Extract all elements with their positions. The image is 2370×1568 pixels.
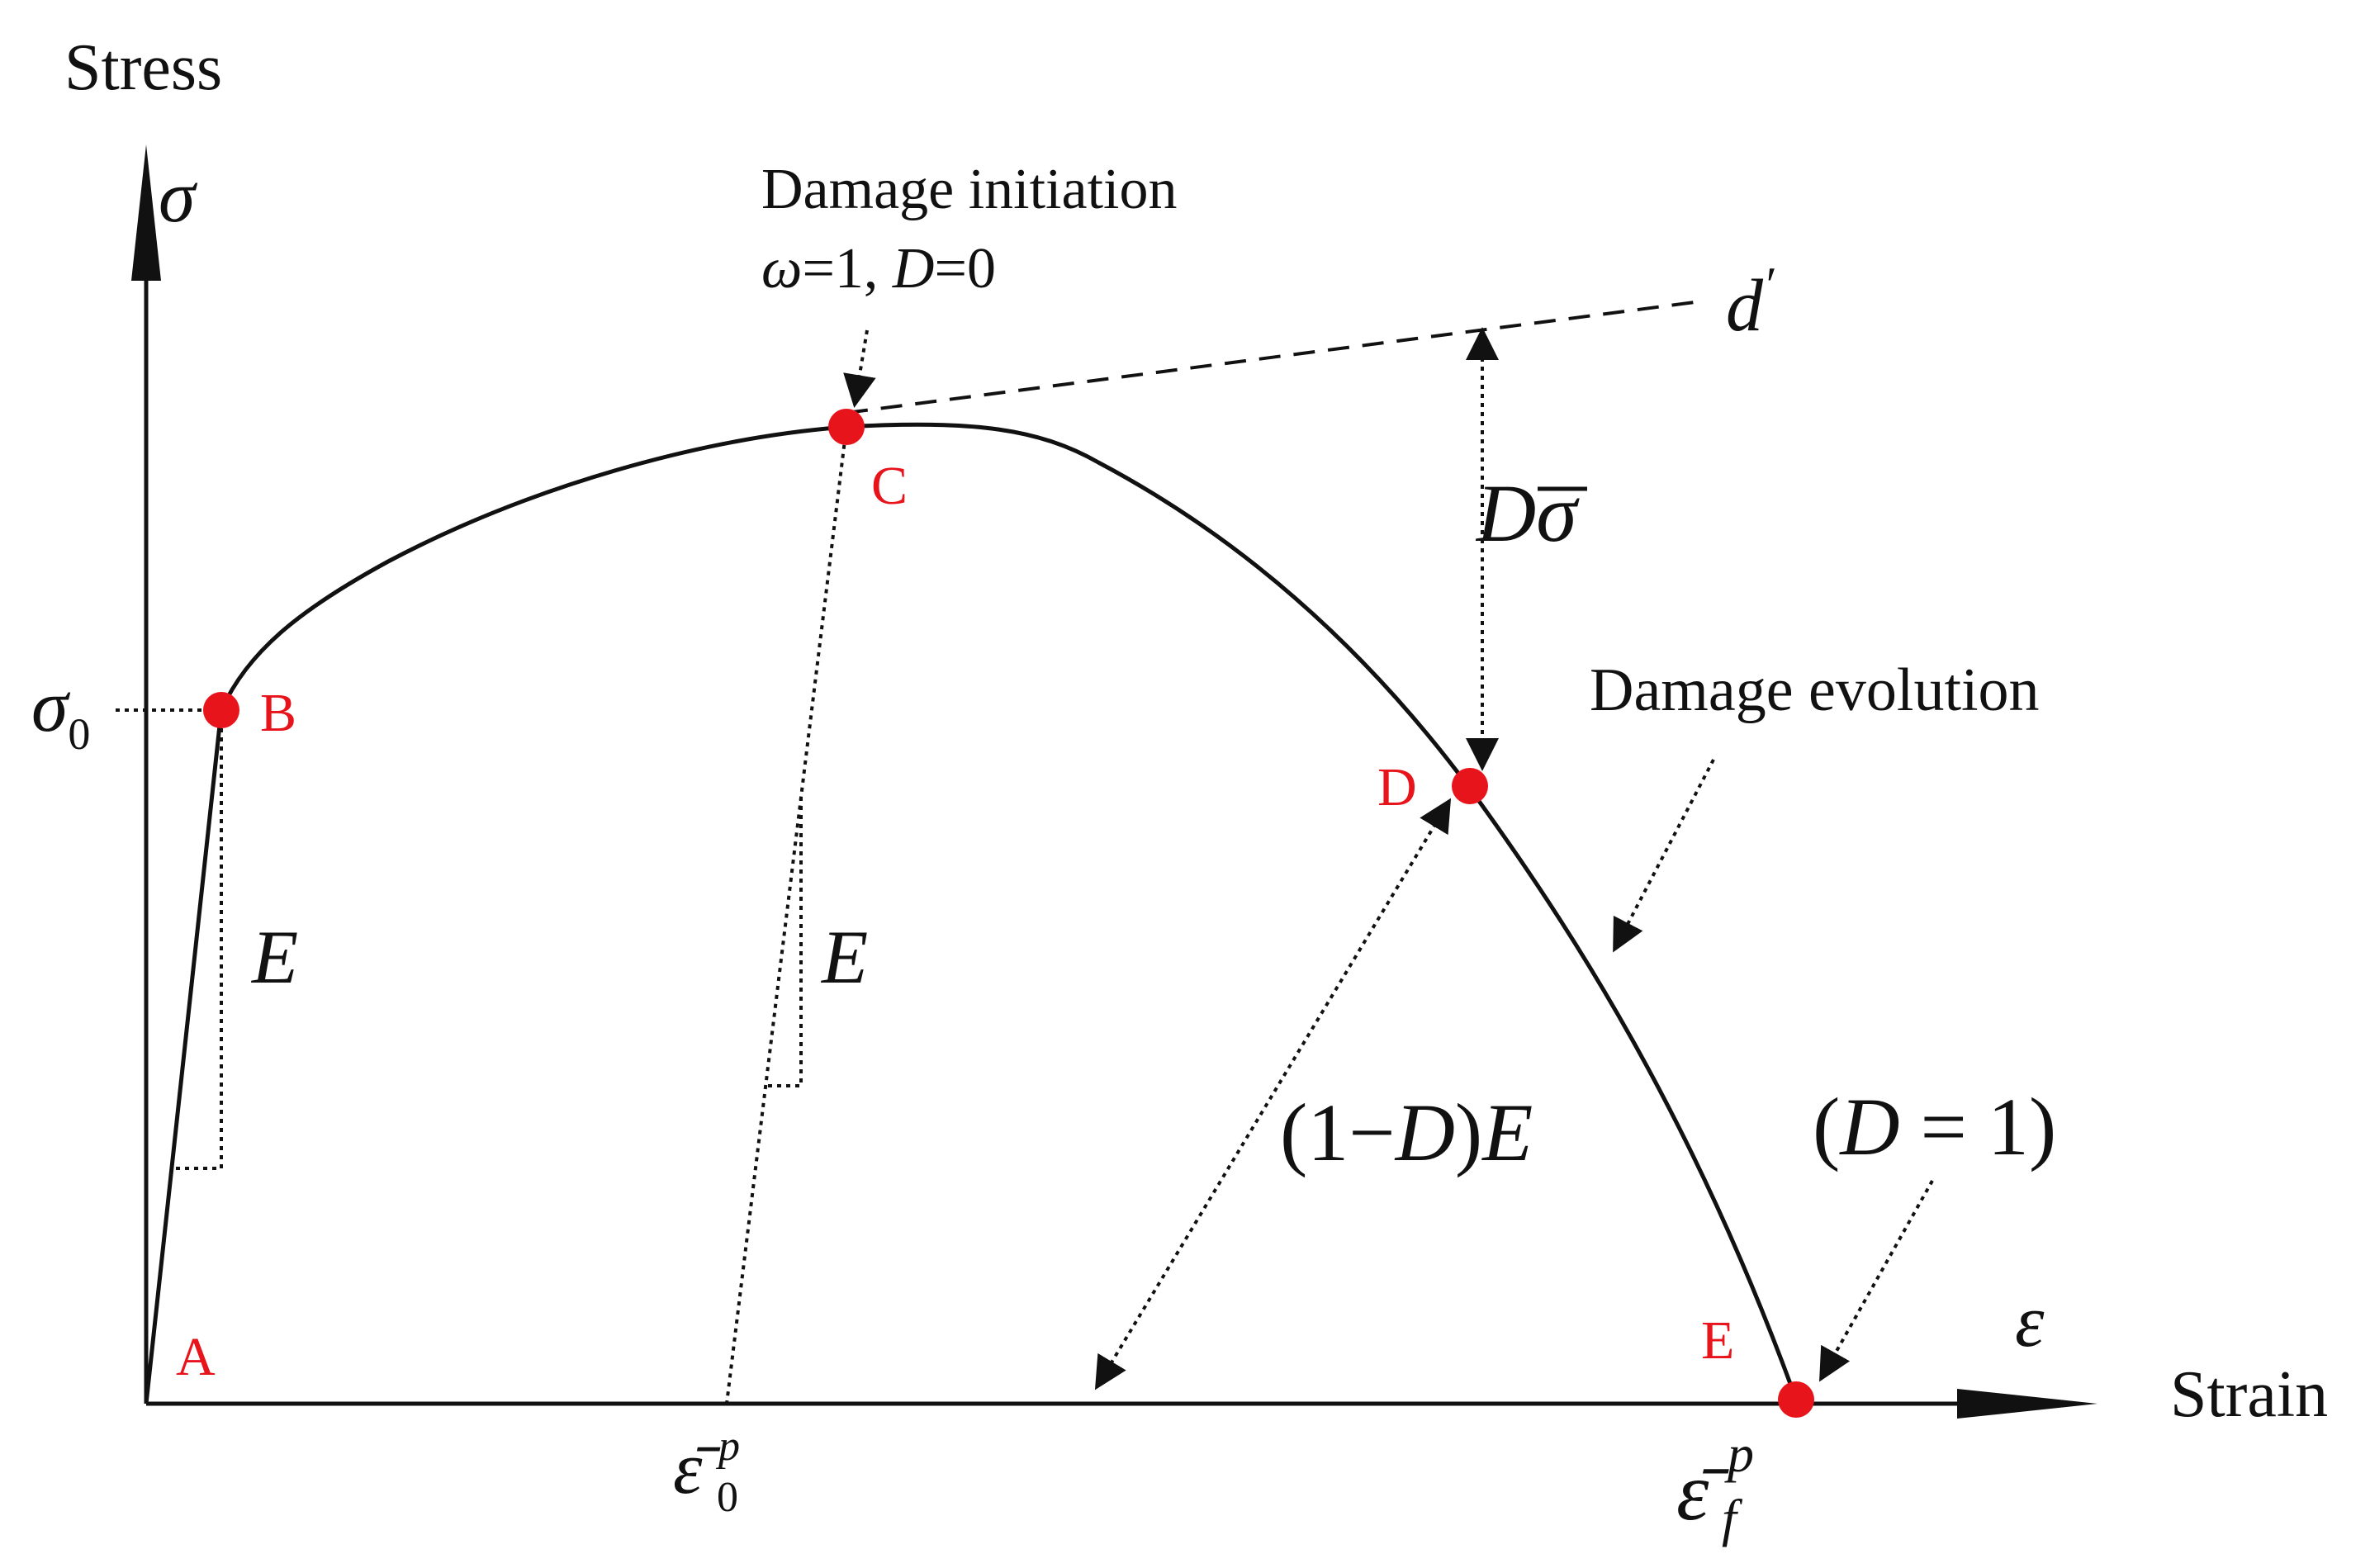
point-D-marker (1452, 768, 1488, 804)
point-C-marker (828, 409, 865, 445)
y-axis-title: Stress (64, 31, 222, 104)
failure-strain-sub: f (1722, 1489, 1743, 1547)
elastic-modulus-label-1: E (250, 915, 298, 999)
damage-evolution-label: Damage evolution (1590, 656, 2040, 724)
point-D-label: D (1377, 757, 1417, 817)
degraded-modulus-label: (1−D)E (1280, 1087, 1533, 1178)
damage-initiation-pointer (843, 329, 876, 408)
full-damage-pointer (1819, 1180, 1934, 1382)
x-axis-title: Strain (2170, 1358, 2328, 1431)
y-axis-arrowhead (131, 144, 161, 281)
elastic-slope-triangle-1 (175, 710, 223, 1170)
yield-stress-label: σ0 (31, 666, 90, 759)
initiation-strain-sup: p (715, 1423, 740, 1470)
point-C-label: C (871, 456, 908, 516)
failure-strain-sup: p (1724, 1424, 1754, 1483)
point-E-label: E (1701, 1310, 1734, 1371)
d-prime-label: d′ (1726, 258, 1775, 347)
point-A-label: A (176, 1327, 216, 1387)
initiation-strain-sub: 0 (717, 1474, 738, 1521)
damage-stress-label: Dσ (1475, 467, 1580, 559)
full-damage-label: (D = 1) (1813, 1081, 2056, 1172)
damage-initiation-condition: ω=1, D=0 (761, 237, 996, 301)
point-B-marker (203, 692, 239, 728)
elastic-slope-triangle-2 (766, 797, 803, 1087)
unloading-line-from-C (725, 426, 848, 1405)
damage-initiation-label: Damage initiation (761, 158, 1177, 221)
x-axis-arrowhead (1957, 1389, 2097, 1419)
initiation-strain-label: ε̄ (673, 1428, 720, 1509)
damage-evolution-pointer (1613, 759, 1715, 953)
point-E-marker (1778, 1381, 1814, 1418)
stress-strain-curve (144, 422, 1799, 1405)
point-B-label: B (260, 683, 296, 743)
x-axis-symbol: ε (2015, 1281, 2045, 1362)
undamaged-response-line (846, 300, 1702, 415)
elastic-modulus-label-2: E (820, 915, 868, 999)
y-axis-symbol: σ (159, 156, 198, 238)
